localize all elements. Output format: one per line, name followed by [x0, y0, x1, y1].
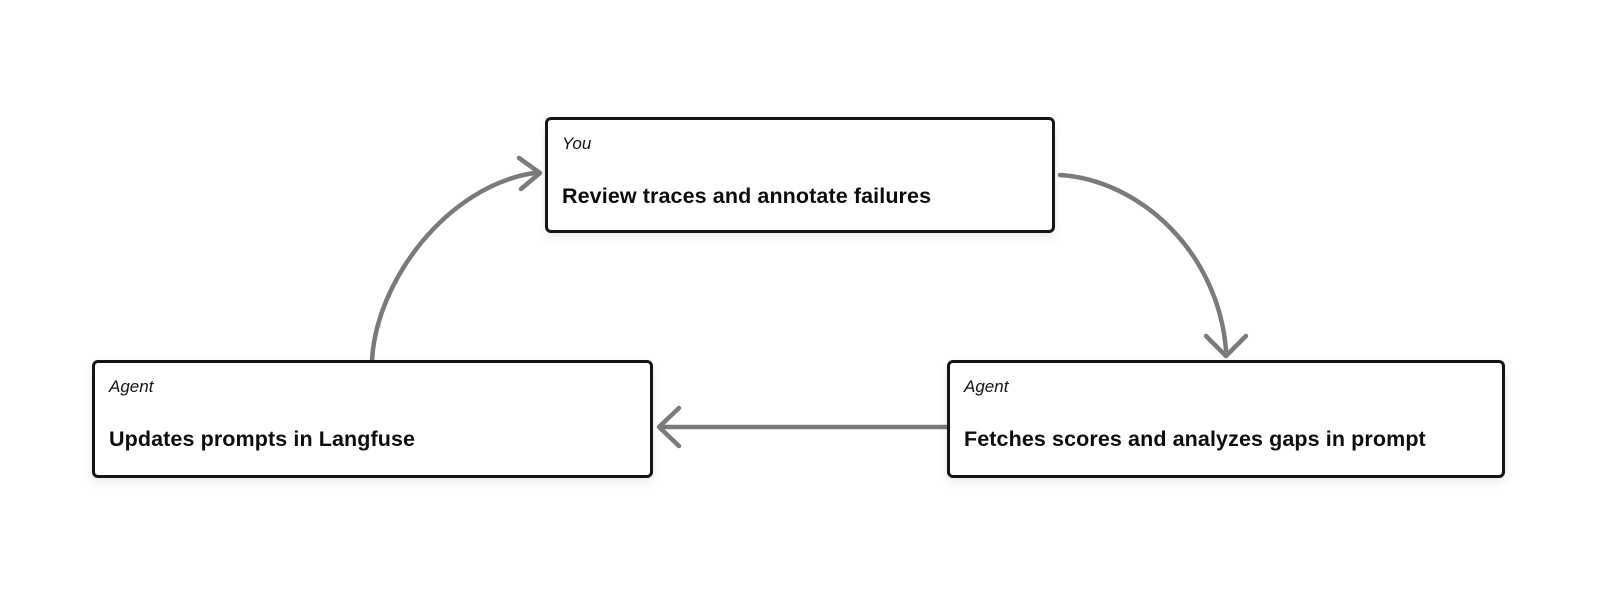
- arrow-review-to-fetches-line: [1057, 172, 1229, 353]
- arrowhead-right-icon: [516, 155, 543, 192]
- node-role-label: Agent: [109, 377, 154, 396]
- node-agent-fetches-scores: Agent Fetches scores and analyzes gaps i…: [947, 360, 1505, 478]
- node-agent-updates-prompts: Agent Updates prompts in Langfuse: [92, 360, 653, 478]
- node-title: Review traces and annotate failures: [562, 184, 932, 209]
- node-role-label: Agent: [964, 377, 1009, 396]
- arrow-updates-to-review: [369, 155, 543, 364]
- node-title: Updates prompts in Langfuse: [109, 427, 416, 452]
- node-role-label: You: [562, 134, 592, 153]
- arrowhead-down-icon: [1203, 333, 1249, 359]
- arrowhead-left-icon: [656, 405, 682, 449]
- arrow-updates-to-review-line: [369, 170, 537, 364]
- arrow-fetches-to-updates: [656, 405, 950, 449]
- arrow-review-to-fetches: [1057, 172, 1249, 359]
- node-title: Fetches scores and analyzes gaps in prom…: [964, 427, 1426, 452]
- node-you-review: You Review traces and annotate failures: [545, 117, 1055, 233]
